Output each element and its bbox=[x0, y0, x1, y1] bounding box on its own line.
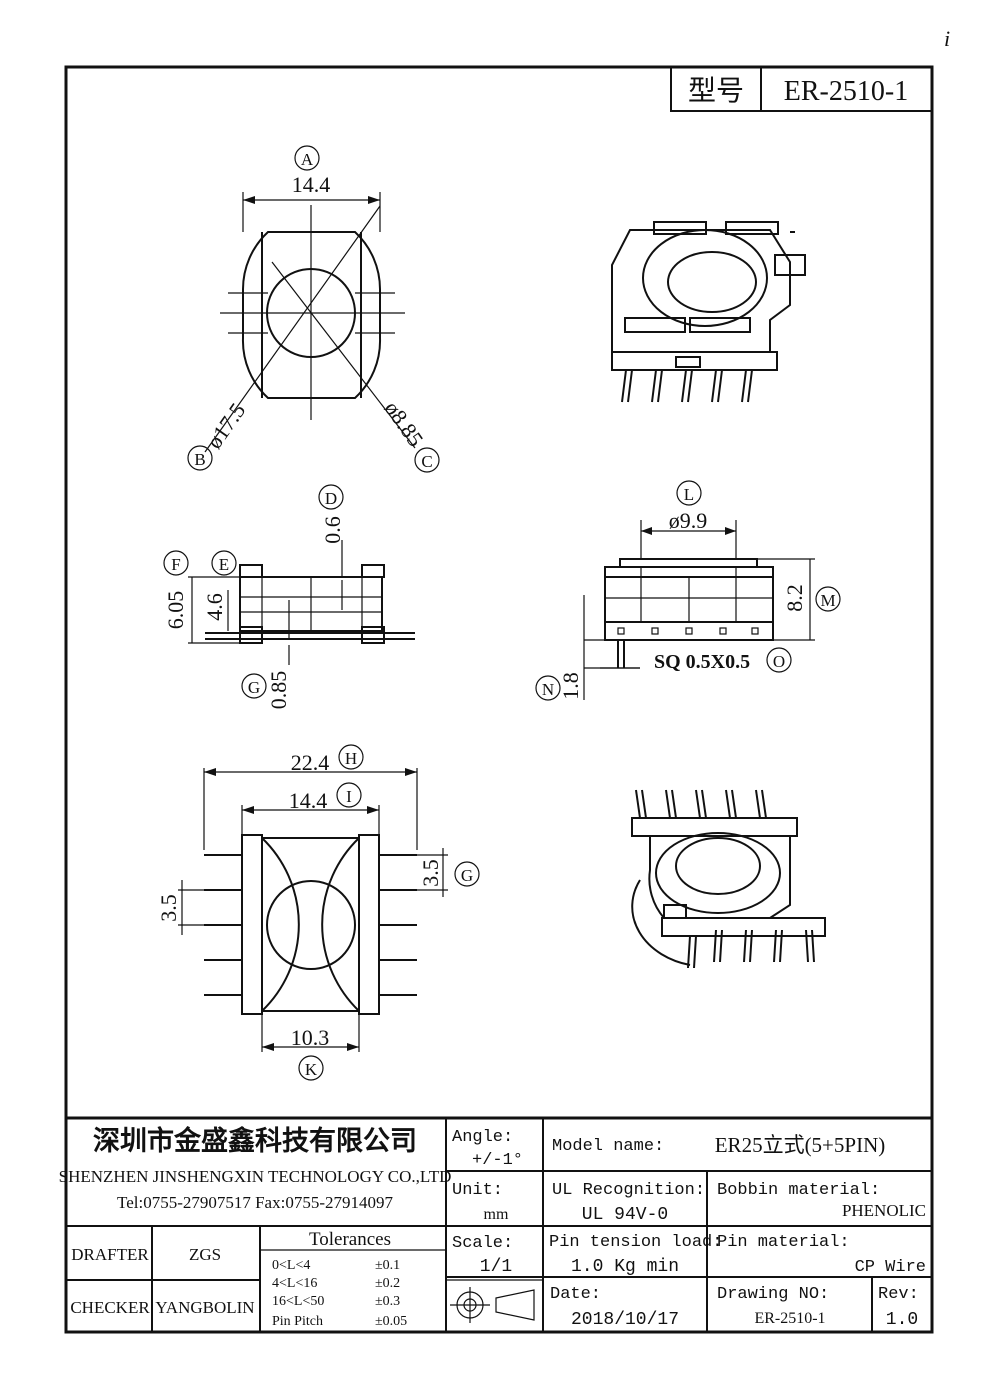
model-number: ER-2510-1 bbox=[784, 76, 908, 107]
dim-k: 10.3 bbox=[291, 1025, 330, 1050]
callout-c: C bbox=[414, 447, 440, 473]
revision-label: Rev: bbox=[878, 1285, 919, 1304]
page-mark: i bbox=[944, 26, 950, 51]
dim-m: 8.2 bbox=[782, 584, 807, 612]
svg-text:G: G bbox=[461, 866, 473, 885]
dim-i: 14.4 bbox=[289, 788, 328, 813]
bottom-view bbox=[178, 768, 448, 1052]
angle-label: Angle: bbox=[452, 1128, 513, 1147]
callout-n: N bbox=[535, 675, 561, 701]
dim-h: 22.4 bbox=[291, 750, 330, 775]
bobbin-material-value: PHENOLIC bbox=[842, 1201, 926, 1220]
unit-label: Unit: bbox=[452, 1181, 503, 1200]
callout-g-bottom: G bbox=[454, 861, 480, 887]
svg-text:B: B bbox=[194, 450, 205, 469]
svg-text:E: E bbox=[219, 555, 229, 574]
drafter-name: ZGS bbox=[189, 1245, 221, 1264]
callout-m: M bbox=[815, 586, 841, 612]
svg-text:H: H bbox=[345, 749, 357, 768]
callout-k: K bbox=[298, 1055, 324, 1081]
type-label: 型号 bbox=[688, 75, 744, 107]
svg-text:L: L bbox=[684, 485, 694, 504]
svg-text:D: D bbox=[325, 489, 337, 508]
ul-value: UL 94V-0 bbox=[582, 1205, 668, 1225]
drafter-label: DRAFTER bbox=[71, 1245, 149, 1264]
tolerance-value-2: ±0.2 bbox=[375, 1276, 400, 1291]
dim-d: 0.6 bbox=[320, 516, 345, 544]
sheet-border bbox=[64, 65, 934, 1334]
svg-text:A: A bbox=[301, 150, 314, 169]
checker-name: YANGBOLIN bbox=[155, 1298, 254, 1317]
front-view bbox=[583, 520, 815, 700]
company-name-en: SHENZHEN JINSHENGXIN TECHNOLOGY CO.,LTD bbox=[59, 1167, 452, 1186]
svg-text:F: F bbox=[171, 555, 180, 574]
callout-h: H bbox=[338, 744, 364, 770]
svg-text:I: I bbox=[346, 787, 352, 806]
company-name-cn: 深圳市金盛鑫科技有限公司 bbox=[93, 1125, 417, 1156]
scale-label: Scale: bbox=[452, 1234, 513, 1253]
ul-label: UL Recognition: bbox=[552, 1181, 705, 1200]
svg-text:O: O bbox=[773, 652, 785, 671]
tolerance-range-3: 16<L<50 bbox=[272, 1294, 324, 1309]
revision-value: 1.0 bbox=[886, 1310, 918, 1330]
dim-g-side: 0.85 bbox=[266, 671, 291, 710]
date-value: 2018/10/17 bbox=[571, 1310, 679, 1330]
unit-value: mm bbox=[484, 1206, 509, 1223]
dim-top-width: 14.4 bbox=[292, 172, 331, 197]
pin-material-value: CP Wire bbox=[855, 1258, 926, 1277]
tolerance-range-2: 4<L<16 bbox=[272, 1276, 317, 1291]
angle-value: +/-1° bbox=[472, 1151, 523, 1170]
svg-text:K: K bbox=[305, 1060, 318, 1079]
callout-d: D bbox=[318, 484, 344, 510]
tolerance-value-3: ±0.3 bbox=[375, 1294, 400, 1309]
drawing-number-value: ER-2510-1 bbox=[754, 1310, 825, 1327]
dim-outer-diameter: ø17.5 bbox=[201, 398, 250, 453]
side-view bbox=[188, 540, 415, 665]
svg-text:C: C bbox=[421, 452, 432, 471]
scale-value: 1/1 bbox=[480, 1257, 512, 1277]
title-block bbox=[66, 1116, 932, 1332]
callout-l: L bbox=[676, 480, 702, 506]
isometric-view-bottom bbox=[631, 789, 826, 969]
tolerance-value-4: ±0.05 bbox=[375, 1314, 407, 1329]
company-contact: Tel:0755-27907517 Fax:0755-27914097 bbox=[117, 1193, 393, 1212]
dim-sq: SQ 0.5X0.5 bbox=[654, 651, 750, 673]
svg-text:G: G bbox=[248, 678, 260, 697]
pin-material-label: Pin material: bbox=[717, 1233, 850, 1252]
top-view bbox=[204, 192, 416, 453]
header-model-box: 型号 ER-2510-1 bbox=[670, 66, 933, 112]
callout-e: E bbox=[211, 550, 237, 576]
tolerance-range-4: Pin Pitch bbox=[272, 1314, 323, 1329]
dim-inner-diameter: ø8.85 bbox=[380, 396, 429, 451]
pin-tension-value: 1.0 Kg min bbox=[571, 1257, 679, 1277]
callout-o: O bbox=[766, 647, 792, 673]
dim-f: 6.05 bbox=[163, 591, 188, 630]
dim-pitch: 3.5 bbox=[156, 894, 181, 922]
drawing-number-label: Drawing NO: bbox=[717, 1285, 829, 1304]
svg-text:M: M bbox=[820, 591, 835, 610]
callout-f: F bbox=[163, 550, 189, 576]
model-name-value: ER25立式(5+5PIN) bbox=[715, 1133, 886, 1157]
svg-text:N: N bbox=[542, 680, 554, 699]
pin-tension-label: Pin tension load: bbox=[549, 1233, 722, 1252]
callout-b: B bbox=[187, 445, 213, 471]
checker-label: CHECKER bbox=[70, 1298, 150, 1317]
dim-l: ø9.9 bbox=[669, 508, 708, 533]
tolerance-range-1: 0<L<4 bbox=[272, 1258, 310, 1273]
callout-a: A bbox=[294, 145, 320, 171]
dim-g-bottom: 3.5 bbox=[418, 859, 443, 887]
tolerances-title: Tolerances bbox=[309, 1229, 391, 1250]
isometric-view-top bbox=[611, 221, 806, 403]
tolerance-value-1: ±0.1 bbox=[375, 1258, 400, 1273]
dim-n: 1.8 bbox=[558, 672, 583, 700]
model-name-label: Model name: bbox=[552, 1137, 664, 1156]
bobbin-material-label: Bobbin material: bbox=[717, 1181, 880, 1200]
callout-i: I bbox=[336, 782, 362, 808]
dim-e: 4.6 bbox=[202, 593, 227, 621]
date-label: Date: bbox=[550, 1285, 601, 1304]
callout-g-side: G bbox=[241, 673, 267, 699]
